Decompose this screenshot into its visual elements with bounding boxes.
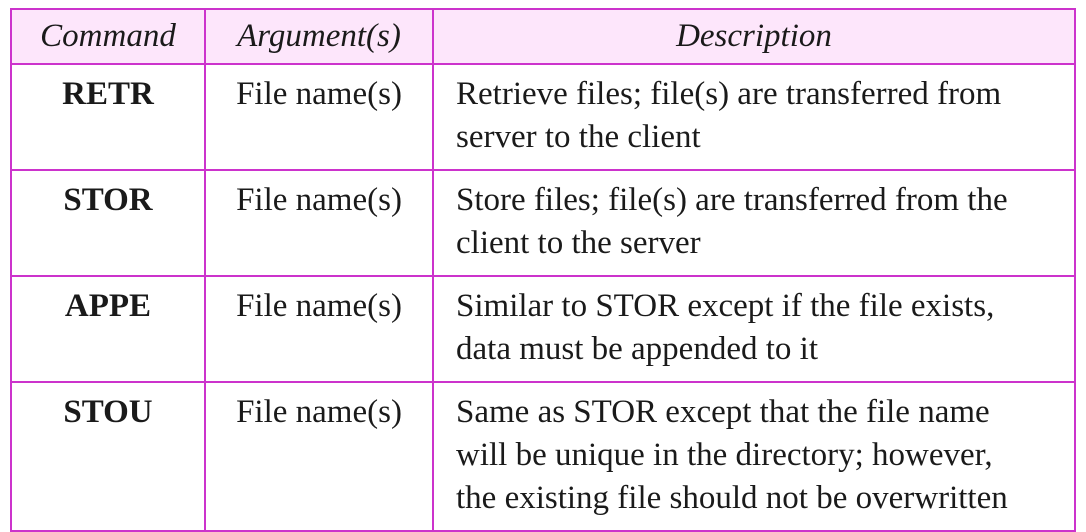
header-description: Description xyxy=(432,8,1076,65)
table-row: APPE File name(s) Similar to STOR except… xyxy=(10,275,1076,383)
argument-cell: File name(s) xyxy=(204,275,434,383)
table-row: STOU File name(s) Same as STOR except th… xyxy=(10,381,1076,532)
description-line: Store files; file(s) are transferred fro… xyxy=(456,182,1008,218)
command-cell: STOU xyxy=(10,381,206,532)
argument-cell: File name(s) xyxy=(204,381,434,532)
description-line: client to the server xyxy=(456,225,701,261)
table-row: STOR File name(s) Store files; file(s) a… xyxy=(10,169,1076,277)
description-line: Similar to STOR except if the file exist… xyxy=(456,288,995,324)
description-cell: Store files; file(s) are transferred fro… xyxy=(432,169,1076,277)
header-row: Command Argument(s) Description xyxy=(10,8,1076,65)
header-arguments: Argument(s) xyxy=(204,8,434,65)
ftp-commands-table: Command Argument(s) Description RETR Fil… xyxy=(10,8,1076,532)
description-cell: Similar to STOR except if the file exist… xyxy=(432,275,1076,383)
table-header: Command Argument(s) Description xyxy=(10,8,1076,65)
table-row: RETR File name(s) Retrieve files; file(s… xyxy=(10,63,1076,171)
command-cell: APPE xyxy=(10,275,206,383)
description-line: will be unique in the directory; however… xyxy=(456,437,993,473)
description-line: Retrieve files; file(s) are transferred … xyxy=(456,76,1002,112)
description-line: data must be appended to it xyxy=(456,331,818,367)
description-line: the existing file should not be overwrit… xyxy=(456,480,1008,516)
description-cell: Same as STOR except that the file name w… xyxy=(432,381,1076,532)
description-line: server to the client xyxy=(456,119,701,155)
description-line: Same as STOR except that the file name xyxy=(456,394,990,430)
description-cell: Retrieve files; file(s) are transferred … xyxy=(432,63,1076,171)
command-cell: RETR xyxy=(10,63,206,171)
table-body: RETR File name(s) Retrieve files; file(s… xyxy=(10,63,1076,532)
argument-cell: File name(s) xyxy=(204,63,434,171)
argument-cell: File name(s) xyxy=(204,169,434,277)
header-command: Command xyxy=(10,8,206,65)
command-cell: STOR xyxy=(10,169,206,277)
